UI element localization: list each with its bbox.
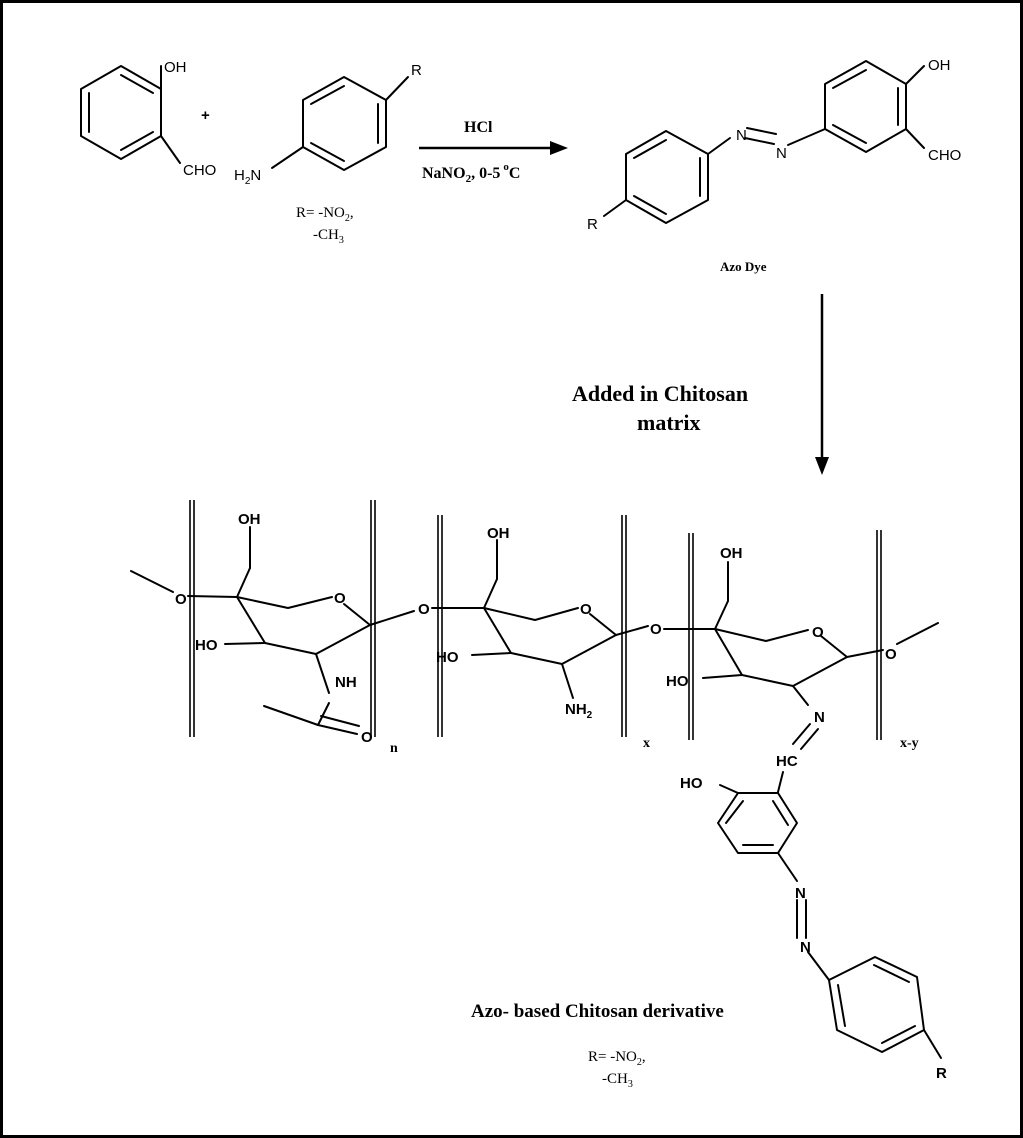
step2-line2: matrix [637,410,701,435]
azo-n1-label: N [736,127,747,144]
azo-oh-label: OH [928,57,951,74]
o-link2-label: O [650,621,662,638]
azo-n1-label-polymer: N [795,885,806,902]
salicylaldehyde-structure: OH CHO [80,59,216,179]
ring-o1-label: O [334,590,346,607]
ho-phenol-label: HO [680,775,703,792]
oh2-label: OH [487,525,510,542]
r-substituent-label: R [411,62,422,79]
r-label-polymer: R [936,1065,947,1082]
nh-label: NH [335,674,357,691]
amine-label: H2N [234,167,261,187]
r-definition-line2: -CH3 [313,227,344,246]
xy-subscript: x-y [900,736,919,751]
oh3-label: OH [720,545,743,562]
carbonyl-o-label: O [361,729,373,746]
azo-dye-structure: N N OH CHO R Azo Dye [587,57,961,274]
x-subscript: x [643,736,650,751]
imine-n-label: N [814,709,825,726]
ho2-label: HO [436,649,459,666]
ring-o3-label: O [812,624,824,641]
product-r-line2: -CH3 [602,1071,633,1090]
o-right-label: O [885,646,897,663]
o-link1-label: O [418,601,430,618]
reaction-arrow-2: Added in Chitosan matrix [572,294,829,475]
step2-line1: Added in Chitosan [572,381,748,406]
azo-n2-label: N [776,145,787,162]
reagent-hcl: HCl [464,119,493,136]
chitosan-polymer: O OH O HO NH O n O OH O HO N [130,500,947,1082]
aniline-structure: R H2N R= -NO2, -CH3 [234,62,422,246]
product-r-line1: R= -NO2, [588,1049,646,1068]
hc-label: HC [776,753,798,770]
cho-label: CHO [183,162,216,179]
ho1-label: HO [195,637,218,654]
ho3-label: HO [666,673,689,690]
plus-sign: + [201,107,210,124]
azo-n2-label-polymer: N [800,939,811,956]
oh1-label: OH [238,511,261,528]
o-left-label: O [175,591,187,608]
ring-o2-label: O [580,601,592,618]
n-subscript: n [390,741,398,756]
oh-label: OH [164,59,187,76]
product-caption: Azo- based Chitosan derivative [471,1001,724,1022]
azo-r-label: R [587,216,598,233]
azo-cho-label: CHO [928,147,961,164]
azo-dye-caption: Azo Dye [720,259,767,274]
r-definition-line1: R= -NO2, [296,205,354,224]
nh2-label: NH2 [565,701,593,721]
